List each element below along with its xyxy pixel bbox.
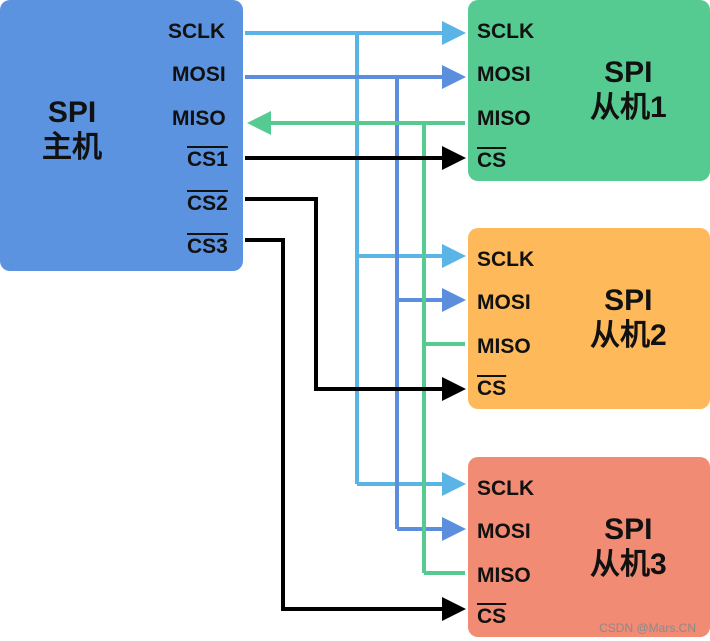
slave2-title-line1: SPI	[604, 284, 653, 317]
spi-slave-1-box: SCLK MOSI MISO CS SPI 从机1	[468, 0, 710, 181]
cs2-wire	[245, 197, 466, 401]
slave3-pin-mosi: MOSI	[477, 520, 531, 543]
spi-master-box: SPI 主机 SCLK MOSI MISO CS1 CS2 CS3	[0, 0, 243, 271]
slave1-title-line1: SPI	[604, 56, 653, 89]
master-title-line1: SPI	[47, 96, 97, 129]
master-pin-cs2: CS2	[187, 192, 228, 215]
slave1-pin-mosi: MOSI	[477, 63, 531, 86]
slave2-title-line2: 从机2	[590, 318, 667, 352]
watermark: CSDN @Mars.CN	[599, 621, 696, 635]
cs3-wire	[245, 238, 466, 621]
slave3-title-line1: SPI	[604, 513, 653, 546]
mosi-bus	[245, 65, 466, 541]
master-pin-cs1: CS1	[187, 148, 228, 171]
chip-select-lines	[245, 146, 466, 621]
slave1-pin-miso: MISO	[477, 107, 531, 130]
spi-slave-3-box: SCLK MOSI MISO CS SPI 从机3	[468, 457, 710, 637]
master-pin-sclk: SCLK	[168, 20, 226, 43]
slave1-pin-sclk: SCLK	[477, 20, 535, 43]
slave1-title: SPI 从机1	[590, 56, 667, 125]
slave2-pin-miso: MISO	[477, 335, 531, 358]
slave2-pin-mosi: MOSI	[477, 291, 531, 314]
slave3-pin-cs: CS	[477, 605, 507, 628]
master-pin-mosi: MOSI	[172, 63, 226, 86]
master-title: SPI 主机	[42, 96, 102, 165]
slave1-pin-cs: CS	[477, 149, 507, 172]
slave1-title-line2: 从机1	[590, 90, 667, 124]
slave3-title: SPI 从机3	[590, 513, 667, 582]
slave2-title: SPI 从机2	[590, 284, 667, 353]
slave3-pin-miso: MISO	[477, 564, 531, 587]
slave3-title-line2: 从机3	[590, 547, 667, 581]
spi-slave-2-box: SCLK MOSI MISO CS SPI 从机2	[468, 228, 710, 409]
master-pin-miso: MISO	[172, 107, 226, 130]
slave2-pin-cs: CS	[477, 377, 507, 400]
master-title-line2: 主机	[42, 130, 102, 164]
master-pin-cs3: CS3	[187, 235, 228, 258]
slave2-pin-sclk: SCLK	[477, 248, 535, 271]
sclk-bus	[245, 21, 466, 496]
miso-bus	[247, 111, 465, 575]
slave3-pin-sclk: SCLK	[477, 477, 535, 500]
